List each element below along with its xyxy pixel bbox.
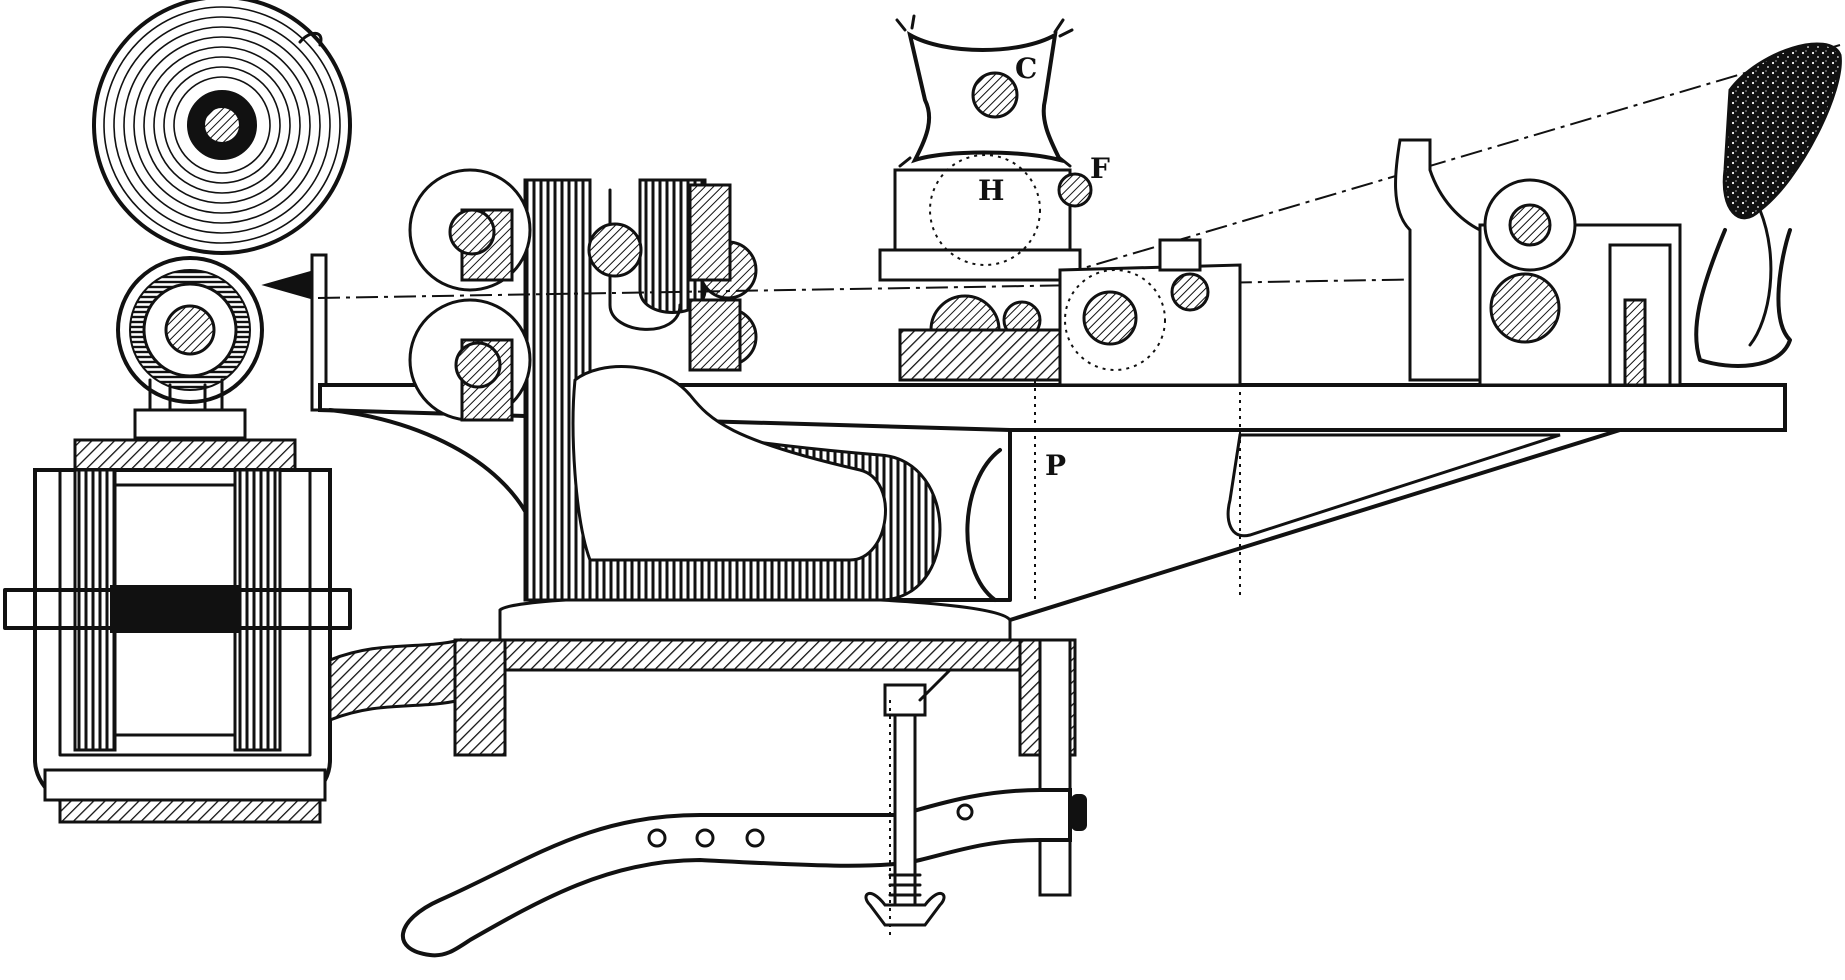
block-h xyxy=(893,168,1072,264)
lever-hole-3 xyxy=(745,828,765,848)
label-h: H xyxy=(978,174,1004,207)
motor-housing xyxy=(3,408,352,824)
nozzle-tip xyxy=(261,268,319,302)
lever-hole-1 xyxy=(647,828,667,848)
spool-windings xyxy=(103,6,341,244)
coil-right xyxy=(233,468,282,752)
diagonal-strut xyxy=(1008,428,1622,622)
label-f: F xyxy=(1090,152,1110,185)
cutter-head xyxy=(878,14,1242,387)
housing-neck xyxy=(328,638,462,723)
motor-cap xyxy=(133,408,247,440)
label-p: P xyxy=(1045,449,1066,482)
lower-plate xyxy=(458,638,1062,672)
wing-nut xyxy=(864,892,946,927)
wire-end xyxy=(298,31,323,47)
right-handle xyxy=(1694,42,1842,368)
roller-wires xyxy=(148,378,224,414)
right-guide-block xyxy=(1394,138,1682,387)
adjusting-screw xyxy=(893,688,917,912)
label-c: C xyxy=(1015,52,1037,85)
feed-rollers xyxy=(408,168,758,422)
lever-hole-4 xyxy=(956,803,974,821)
center-axis-line xyxy=(317,277,1501,299)
spool xyxy=(92,0,352,255)
guide-roller xyxy=(116,256,264,404)
coil-left xyxy=(73,468,117,752)
lever-hole-2 xyxy=(695,828,715,848)
p-link xyxy=(965,448,1002,602)
lower-lever xyxy=(400,668,1087,958)
lower-post xyxy=(1038,638,1072,897)
